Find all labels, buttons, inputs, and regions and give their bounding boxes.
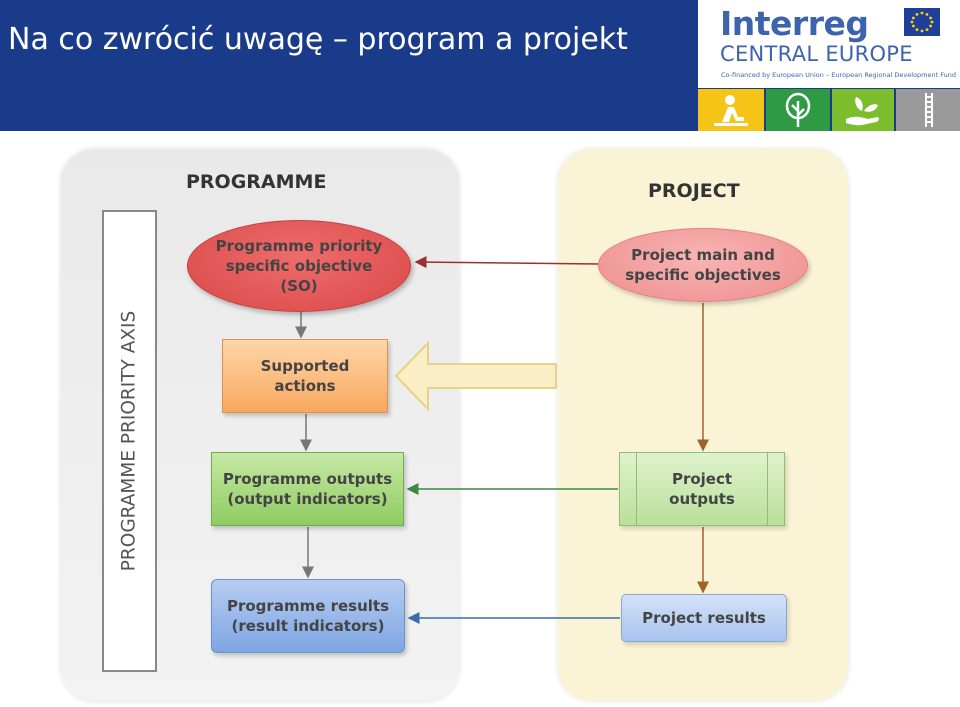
programme-heading: PROGRAMME <box>186 171 327 193</box>
person-icon <box>698 89 764 131</box>
priority-axis-bar <box>102 210 157 672</box>
programme-outputs-node: Programme outputs (output indicators) <box>211 452 404 526</box>
project-results-node: Project results <box>621 594 787 642</box>
logo-subtitle: CENTRAL EUROPE <box>720 42 913 66</box>
project-heading: PROJECT <box>648 180 740 202</box>
project-outputs-node: Project outputs <box>619 452 785 526</box>
interreg-logo: Interreg CENTRAL EUROPE Co-financed by E… <box>698 0 960 88</box>
tree-icon <box>766 89 830 131</box>
plant-hand-icon <box>832 89 894 131</box>
logo-name: Interreg <box>720 4 869 43</box>
ladder-icon <box>896 89 960 131</box>
logo-cofinancing: Co-financed by European Union – European… <box>721 71 956 79</box>
slide-title: Na co zwrócić uwagę – program a projekt <box>8 22 628 57</box>
project-objectives-node: Project main and specific objectives <box>598 228 808 302</box>
arrow-objectives <box>414 256 599 269</box>
programme-objective-node: Programme priority specific objective (S… <box>187 220 411 312</box>
eu-flag-icon <box>904 8 940 36</box>
programme-results-node: Programme results (result indicators) <box>211 579 405 653</box>
supported-actions-node: Supported actions <box>222 339 388 413</box>
big-left-arrow <box>394 340 557 412</box>
